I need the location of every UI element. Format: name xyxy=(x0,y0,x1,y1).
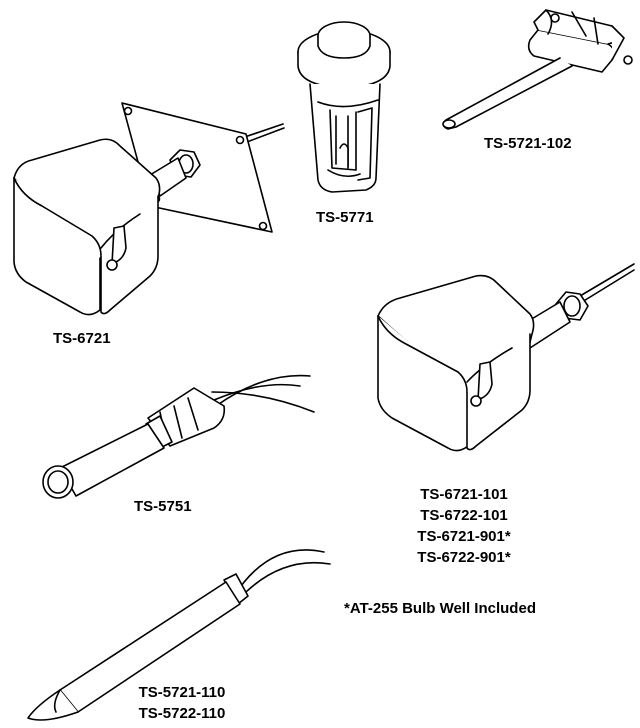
model-label: TS-5721-110 xyxy=(138,684,226,701)
ts-6721-101-drawing xyxy=(377,263,635,452)
label-ts-5721-102: TS-5721-102 xyxy=(484,135,572,152)
label-ts-6721: TS-6721 xyxy=(53,330,111,347)
model-label: TS-6722-901* xyxy=(417,549,511,566)
label-ts-5771: TS-5771 xyxy=(316,209,374,226)
label-group-101: TS-6721-101 TS-6722-101 TS-6721-901* TS-… xyxy=(404,484,524,568)
model-label: TS-6722-101 xyxy=(420,507,508,524)
label-ts-5751: TS-5751 xyxy=(134,498,192,515)
model-label: TS-5722-110 xyxy=(138,705,226,722)
ts-6721-drawing xyxy=(13,102,285,316)
ts-5771-drawing xyxy=(297,21,391,193)
model-label: TS-6721-101 xyxy=(420,486,508,503)
label-group-110: TS-5721-110 TS-5722-110 xyxy=(122,682,242,724)
ts-5721-110-drawing xyxy=(27,549,331,721)
ts-5721-102-drawing xyxy=(442,9,633,130)
ts-5751-drawing xyxy=(42,374,315,499)
model-label: TS-6721-901* xyxy=(417,528,511,545)
footnote-bulb-well: *AT-255 Bulb Well Included xyxy=(344,600,536,617)
